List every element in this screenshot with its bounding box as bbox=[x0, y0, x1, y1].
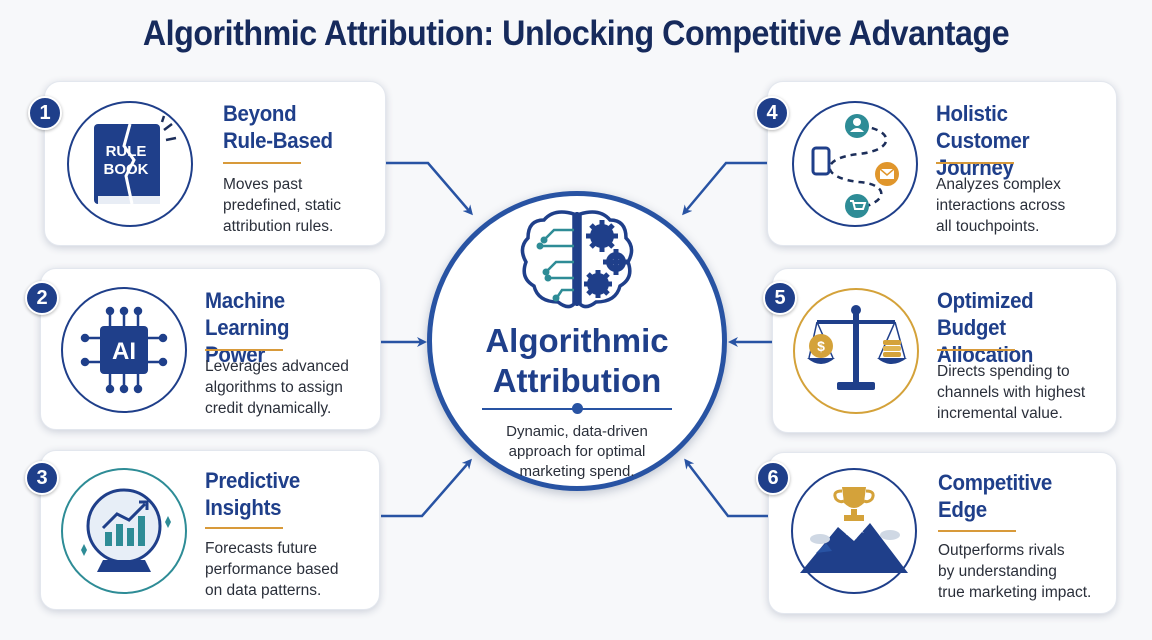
title-underline bbox=[938, 530, 1016, 532]
icon-circle bbox=[792, 101, 918, 227]
step-number-3: 3 bbox=[25, 461, 59, 495]
brain-gears-icon bbox=[520, 210, 634, 309]
title-underline bbox=[936, 162, 1014, 164]
title-underline bbox=[223, 162, 301, 164]
title-underline bbox=[937, 349, 1015, 351]
step-number-2: 2 bbox=[25, 281, 59, 315]
rule-book-icon: RULE BOOK bbox=[94, 115, 177, 205]
customer-journey-icon bbox=[811, 114, 899, 218]
icon-circle: $ bbox=[793, 288, 919, 414]
arrow-4 bbox=[682, 161, 767, 216]
page-title: Algorithmic Attribution: Unlocking Compe… bbox=[142, 14, 1010, 53]
title-underline bbox=[205, 527, 283, 529]
balance-scale-icon: $ bbox=[807, 305, 907, 390]
ai-chip-text: AI bbox=[112, 338, 136, 365]
crystal-ball-chart-icon bbox=[81, 488, 171, 572]
title-underline bbox=[205, 349, 283, 351]
icon-circle bbox=[791, 468, 917, 594]
arrow-1 bbox=[386, 161, 473, 216]
step-number-6: 6 bbox=[756, 461, 790, 495]
icon-circle bbox=[61, 468, 187, 594]
icon-circle: AI bbox=[61, 287, 187, 413]
ai-chip-icon: AI bbox=[80, 306, 168, 394]
arrow-3 bbox=[381, 458, 472, 518]
svg-text:$: $ bbox=[817, 338, 825, 354]
rule-book-text-1: RULE bbox=[106, 143, 147, 160]
step-number-1: 1 bbox=[28, 96, 62, 130]
center-underline-dot bbox=[572, 403, 583, 414]
rule-book-text-2: BOOK bbox=[104, 161, 149, 178]
trophy-mountain-icon bbox=[800, 487, 908, 573]
step-number-4: 4 bbox=[755, 96, 789, 130]
icon-circle: RULE BOOK bbox=[67, 101, 193, 227]
step-number-5: 5 bbox=[763, 281, 797, 315]
arrow-6 bbox=[684, 458, 768, 518]
